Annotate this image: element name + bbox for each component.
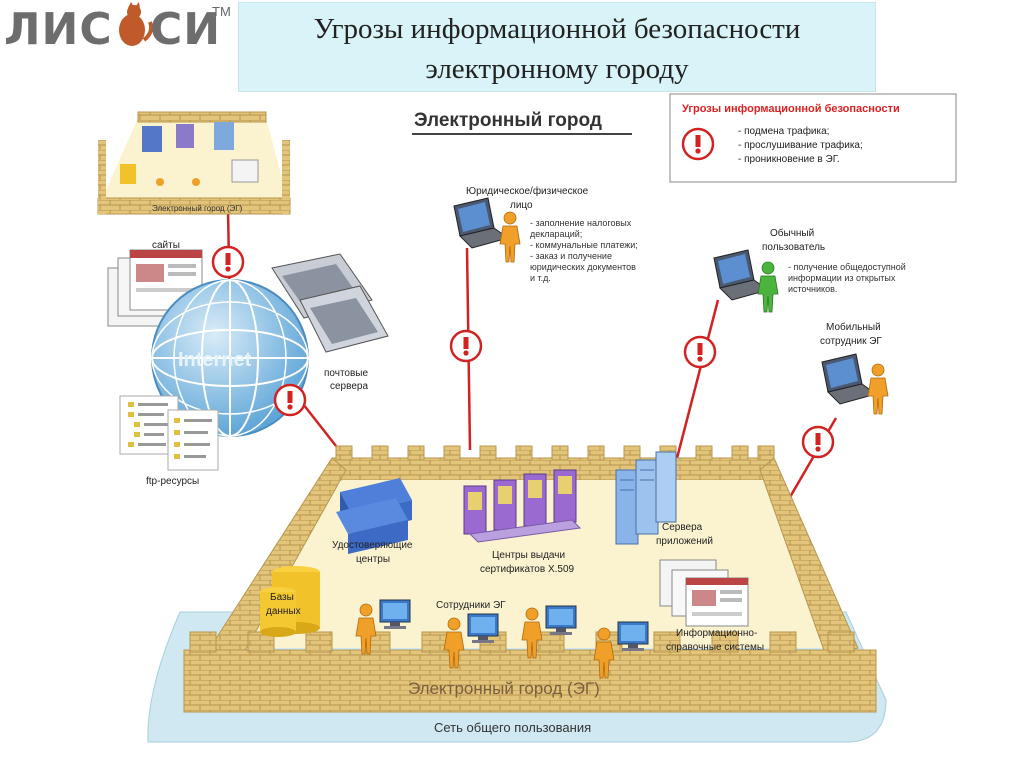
legal-entity-title-1: Юридическое/физическое — [466, 185, 589, 197]
logo-text-right: СИ — [150, 4, 221, 54]
person-icon — [499, 211, 521, 263]
cert-authorities-label-1: Удостоверяющие — [332, 540, 413, 551]
certificate-centers-x509: Центры выдачи сертификатов X.509 — [463, 469, 582, 575]
laptop-icon — [821, 353, 877, 405]
legal-entity-item-1: - заполнение налоговых — [530, 218, 632, 228]
mobile-worker-title-1: Мобильный — [826, 321, 881, 333]
mini-city-label: Электронный город (ЭГ) — [152, 204, 243, 213]
title-banner: Угрозы информационной безопасности элект… — [238, 2, 876, 92]
databases-label-2: данных — [266, 606, 301, 617]
mobile-worker-title-2: сотрудник ЭГ — [820, 336, 882, 347]
threat-item-2: - прослушивание трафика; — [738, 139, 863, 151]
info-systems-label-2: справочные системы — [666, 642, 764, 653]
ordinary-user-item-3: источников. — [788, 284, 837, 294]
information-systems: Информационно- справочные системы — [659, 559, 764, 653]
fortress-wall-label: Электронный город (ЭГ) — [408, 679, 600, 698]
cert-authorities-label-2: центры — [356, 554, 390, 565]
ordinary-user-item-2: информации из открытых — [788, 273, 896, 283]
diagram-heading: Электронный город — [412, 110, 632, 135]
app-servers-label-1: Сервера — [662, 522, 703, 533]
legal-entity-item-5: юридических документов — [530, 262, 636, 272]
fortress-e-city: Электронный город (ЭГ) — [183, 445, 877, 713]
mail-servers-label-2: сервера — [330, 381, 368, 392]
databases: Базы данных — [260, 566, 320, 637]
sites-label: сайты — [152, 240, 180, 251]
internet-label: Internet — [178, 349, 252, 371]
employees-label: Сотрудники ЭГ — [436, 600, 506, 611]
legal-entity-title-2: лицо — [510, 200, 533, 211]
cert-centers-label-2: сертификатов X.509 — [480, 563, 575, 575]
trademark-mark: TM — [212, 4, 231, 19]
cat-logo-icon — [119, 2, 154, 46]
internet-globe: Internet — [151, 279, 309, 437]
threats-legend-box: Угрозы информационной безопасности - под… — [669, 93, 957, 183]
threat-icon-legal-entity — [449, 329, 483, 363]
mail-servers: почтовые сервера — [271, 253, 389, 392]
legal-entity-item-2: деклараций; — [530, 229, 582, 239]
threat-item-3: - проникновение в ЭГ. — [738, 154, 840, 165]
logo-text-left: ЛИС — [4, 4, 113, 54]
legal-entity-item-4: - заказ и получение — [530, 251, 612, 261]
ordinary-user: Обычный пользователь - получение общедос… — [713, 227, 906, 313]
laptop-icon — [453, 197, 509, 249]
databases-label-1: Базы — [270, 592, 294, 603]
threat-item-1: - подмена трафика; — [738, 125, 829, 137]
ordinary-user-title-2: пользователь — [762, 242, 825, 253]
info-systems-label-1: Информационно- — [676, 627, 757, 639]
ordinary-user-title-1: Обычный — [770, 227, 814, 239]
app-servers-label-2: приложений — [656, 536, 713, 547]
diagram-heading-text: Электронный город — [414, 110, 602, 131]
threat-icon-mobile-worker — [801, 425, 835, 459]
e-city-diagram: Электронный город (ЭГ) сайты Internet по… — [97, 93, 957, 743]
threat-icon-sites — [211, 245, 245, 279]
cert-centers-label-1: Центры выдачи — [492, 550, 565, 561]
ftp-resources: ftp-ресурсы — [119, 395, 219, 487]
mini-city-illustration: Электронный город (ЭГ) — [97, 111, 291, 215]
legal-entity-item-6: и т.д. — [530, 273, 551, 283]
employees-group: Сотрудники ЭГ — [355, 599, 649, 679]
ftp-label: ftp-ресурсы — [146, 476, 199, 487]
company-logo: ЛИС СИ TM — [4, 2, 236, 55]
page-title-line-2: электронному городу — [425, 53, 689, 85]
legal-entity-user: Юридическое/физическое лицо - заполнение… — [453, 185, 638, 283]
certification-authorities: Удостоверяющие центры — [332, 478, 413, 565]
person-icon — [867, 363, 889, 415]
mobile-worker: Мобильный сотрудник ЭГ — [820, 321, 889, 415]
page-title-line-1: Угрозы информационной безопасности — [313, 13, 801, 45]
sites-group: сайты — [107, 240, 203, 327]
ordinary-user-item-1: - получение общедоступной — [788, 262, 906, 272]
application-servers: Сервера приложений — [615, 451, 713, 547]
public-network-label: Сеть общего пользования — [434, 720, 591, 735]
threat-icon-ordinary-user — [683, 335, 717, 369]
threat-icon-internet — [273, 383, 307, 417]
mail-servers-label-1: почтовые — [324, 368, 368, 379]
legal-entity-item-3: - коммунальные платежи; — [530, 240, 638, 250]
threats-box-title: Угрозы информационной безопасности — [682, 103, 900, 115]
threat-warning-icon — [681, 127, 715, 161]
person-icon — [757, 261, 779, 313]
